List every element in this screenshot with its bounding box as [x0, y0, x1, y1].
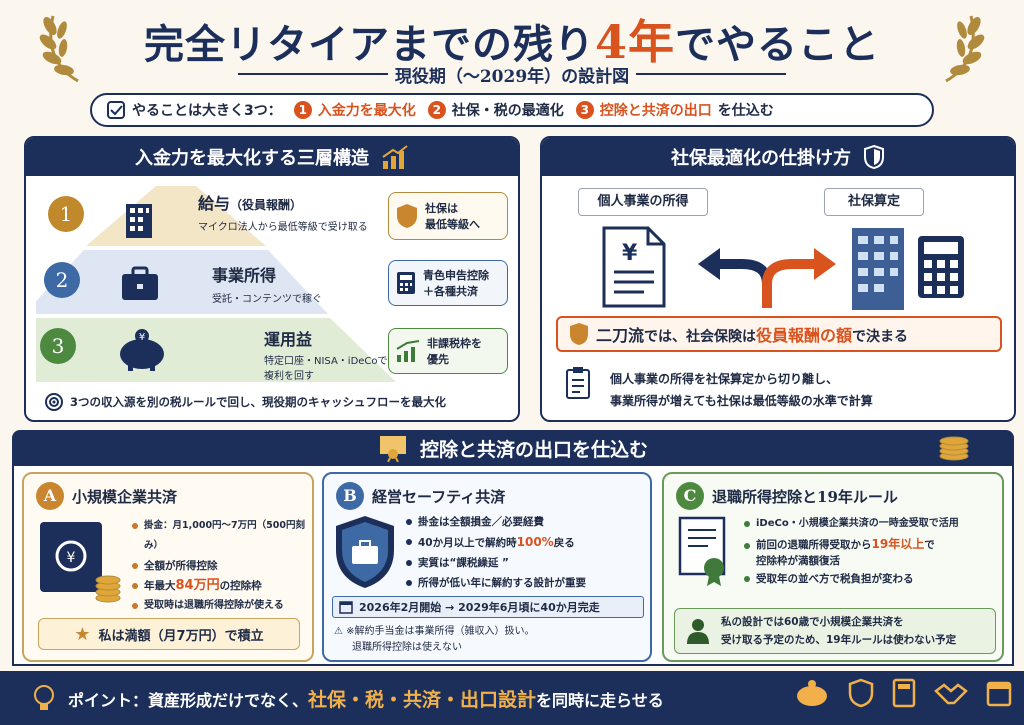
tier-side-box: 非課税枠を 優先 [388, 328, 508, 374]
panel-title: 社保最適化の仕掛け方 [671, 148, 851, 169]
bullet-list: 掛金は全額損金／必要経費 40か月以上で解約時100%戻る 実質は“課税繰延 ”… [406, 512, 650, 593]
piggy-bank-icon: ¥ [120, 329, 164, 371]
calculator-icon [397, 272, 415, 294]
page-title: 完全リタイアまでの残り4年でやること [143, 15, 880, 69]
lightbulb-icon [34, 685, 54, 710]
bottom-point-bar: ポイント：資産形成だけでなく、社保・税・共済・出口設計を同時に走らせる [0, 671, 1024, 725]
bullet-list: iDeCo・小規模企業共済の一時金受取で活用 前回の退職所得受取から19年以上で… [744, 514, 1002, 589]
three-layer-panel: 入金力を最大化する三層構造 1 2 3 給与（役員報酬） マイクロ法人から最低等… [24, 136, 520, 422]
star-icon: ★ [74, 623, 91, 645]
calendar-icon [986, 681, 1012, 707]
warning-icon: ⚠ [334, 626, 343, 637]
laurel-icon [39, 15, 79, 83]
tier-number: 3 [40, 328, 76, 364]
laurel-icon [945, 15, 985, 83]
briefcase-icon [122, 266, 158, 300]
tier-title: 給与（役員報酬） [198, 194, 303, 213]
card-title: 退職所得控除と19年ルール [712, 487, 898, 506]
summary-tail: を仕込む [717, 103, 774, 119]
certificate-icon [678, 516, 726, 586]
pyramid-graphic [36, 186, 396, 382]
calendar-icon [339, 601, 353, 614]
summary-item-1: 入金力を最大化 [317, 103, 416, 119]
safe-icon: ¥ [40, 522, 121, 603]
tier-number: 2 [44, 262, 80, 298]
panel-title: 入金力を最大化する三層構造 [135, 148, 369, 169]
building-icon [126, 204, 152, 238]
card-footer: ★私は満額（月7万円）で積立 [38, 618, 300, 650]
building-icon [852, 228, 904, 310]
source-label: 個人事業の所得 [578, 188, 708, 216]
tier-side-box: 青色申告控除 ＋各種共済 [388, 260, 508, 306]
warning-note: ⚠ ※解約手当金は事業所得（雑収入）扱い。 退職所得控除は使えない [334, 626, 535, 653]
target-label: 社保算定 [824, 188, 924, 216]
card-title: 小規模企業共済 [72, 487, 178, 506]
tier-desc: 受託・コンテンツで稼ぐ [212, 294, 322, 305]
svg-text:¥: ¥ [139, 332, 145, 343]
tier-title: 事業所得 [212, 266, 277, 285]
coins-icon [939, 436, 969, 461]
page-subtitle: 現役期（〜2029年）の設計図 [394, 67, 630, 87]
tier-number: 1 [48, 196, 84, 232]
shield-icon [570, 323, 588, 345]
calculator-icon [918, 236, 964, 298]
title-highlight: 4年 [594, 15, 675, 69]
handshake-icon [934, 683, 968, 705]
piggy-bank-icon [797, 680, 827, 706]
svg-text:¥: ¥ [67, 550, 76, 566]
tier-side-box: 社保は 最低等級へ [388, 192, 508, 240]
summary-lead: やることは大きく3つ： [132, 103, 282, 119]
summary-item-3: 控除と共済の出口 [599, 103, 712, 119]
summary-item-2: 社保・税の最適化 [451, 103, 564, 119]
target-icon [45, 393, 63, 411]
card-small-business-mutual: A 小規模企業共済 ¥ 掛金：月1,000円〜7万円（500円刻み） 全額が所得… [22, 472, 314, 662]
card-retirement-deduction: C 退職所得控除と19年ルール iDeCo・小規模企業共済の一時金受取で活用 前… [662, 472, 1004, 662]
section-header: 控除と共済の出口を仕込む [12, 430, 1014, 466]
shield-icon [864, 144, 884, 170]
shield-icon [848, 678, 874, 708]
shield-icon [397, 204, 417, 228]
shield-icon [336, 516, 394, 588]
document-icon: ¥ [602, 226, 666, 308]
panel-note: 個人事業の所得を社保算定から切り離し、事業所得が増えても社保は最低等級の水準で計… [610, 372, 873, 408]
tier-desc: マイクロ法人から最低等級で受け取る [198, 222, 368, 233]
growth-icon [396, 340, 420, 362]
panel-note: 3つの収入源を別の税ルールで回し、現役期のキャッシュフローを最大化 [44, 392, 446, 412]
tier-desc: 特定口座・NISA・iDeCoで 複利を回す [264, 356, 388, 382]
timeline-bar: 2026年2月開始 → 2029年6月頃に40か月完走 [332, 596, 644, 618]
bullet-list: 掛金：月1,000円〜7万円（500円刻み） 全額が所得控除 年最大84万円の控… [132, 516, 312, 616]
bottom-icons [794, 678, 1012, 708]
callout-box: 二刀流では、社会保険は役員報酬の額で決まる [556, 316, 1002, 352]
card-title: 経営セーフティ共済 [372, 487, 506, 506]
clipboard-icon [566, 367, 590, 399]
checkbox-icon [107, 101, 125, 119]
certificate-icon [379, 436, 406, 462]
card-safety-mutual: B 経営セーフティ共済 掛金は全額損金／必要経費 40か月以上で解約時100%戻… [322, 472, 652, 662]
social-insurance-panel: 社保最適化の仕掛け方 個人事業の所得 社保算定 ¥ 二刀流では、社会保険は役員報… [540, 136, 1016, 422]
calculator-icon [892, 678, 916, 708]
fork-arrows [698, 248, 836, 308]
chart-icon [382, 145, 408, 169]
section-title: 控除と共済の出口を仕込む [419, 438, 648, 461]
tier-title: 運用益 [264, 330, 313, 349]
svg-text:¥: ¥ [622, 241, 638, 266]
person-icon [687, 619, 709, 644]
card-footer: 私の設計では60歳で小規模企業共済を受け取る予定のため、19年ルールは使わない予… [674, 608, 996, 654]
